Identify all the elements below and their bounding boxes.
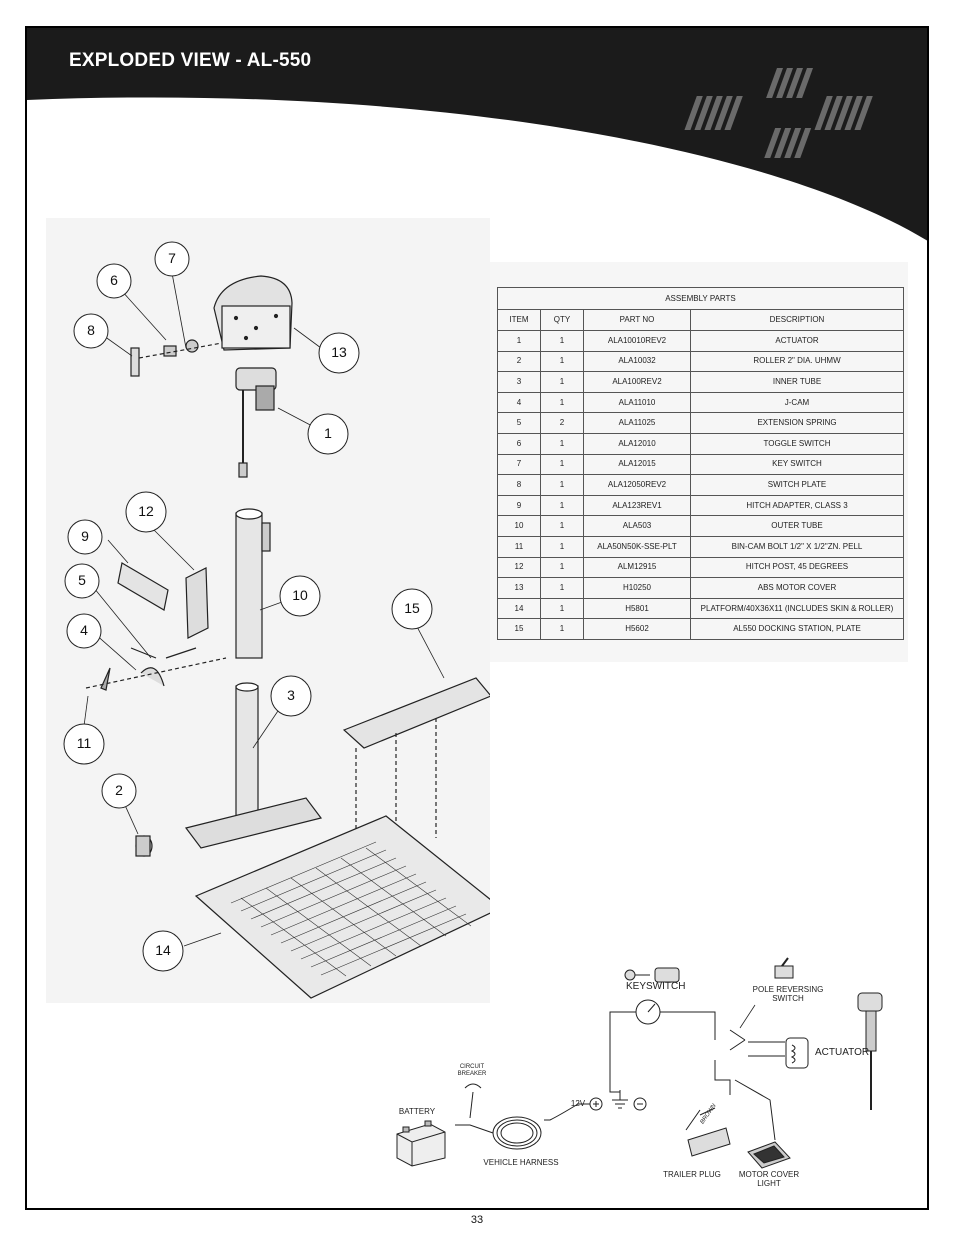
platform-part (194, 815, 490, 999)
callout-12: 12 (138, 503, 154, 519)
pole-switch-label-line2: SWITCH (772, 994, 804, 1003)
col-header-part-no: PART NO (583, 309, 691, 331)
motor-cover-light-label-line2: LIGHT (757, 1179, 781, 1188)
cam-and-spring-part (85, 647, 227, 691)
vehicle-harness-label: VEHICLE HARNESS (483, 1158, 559, 1167)
header-banner (27, 28, 927, 241)
motor-cover-part (213, 275, 293, 351)
item-cell: 15 (497, 618, 541, 640)
vehicle-harness-icon (455, 1116, 542, 1150)
docking-plate-part (342, 677, 490, 878)
callout-14: 14 (155, 942, 171, 958)
actuator-icon (857, 992, 883, 1110)
hitch-post-part (117, 562, 209, 659)
battery-icon (396, 1120, 446, 1167)
callout-4: 4 (80, 622, 88, 638)
callout-15: 15 (404, 600, 420, 616)
battery-label: BATTERY (398, 1107, 436, 1116)
roller-part (135, 835, 153, 857)
outer-tube-part (235, 508, 271, 659)
actuator-symbol (785, 1037, 809, 1069)
circuit-breaker-label-line2: BREAKER (457, 1071, 487, 1077)
callout-9: 9 (81, 528, 89, 544)
callout-10: 10 (292, 587, 308, 603)
callout-1: 1 (324, 425, 332, 441)
callout-13: 13 (331, 344, 347, 360)
circuit-breaker-label-line1: CIRCUIT (459, 1064, 485, 1070)
key-icon (624, 967, 680, 983)
switch-cluster-part (130, 339, 223, 377)
callout-8: 8 (87, 322, 95, 338)
toggle-switch-icon (774, 957, 794, 979)
col-header-item: ITEM (497, 309, 541, 331)
motor-cover-light-label-line1: MOTOR COVER (738, 1170, 800, 1179)
page-number: 33 (470, 1214, 484, 1226)
motor-cover-light-icon (747, 1141, 791, 1169)
description-cell: AL550 DOCKING STATION, PLATE (690, 618, 904, 640)
actuator-label: ACTUATOR (815, 1047, 870, 1058)
page-title: EXPLODED VIEW - AL-550 (69, 50, 312, 71)
trailer-plug-icon (685, 1107, 731, 1157)
brand-stripes-logo (684, 68, 873, 158)
callout-3: 3 (287, 687, 295, 703)
callout-5: 5 (78, 572, 86, 588)
keyswitch-label: KEYSWITCH (626, 981, 686, 992)
pole-switch-label-line1: POLE REVERSING (752, 985, 824, 994)
actuator-part (235, 367, 277, 478)
callout-2: 2 (115, 782, 123, 798)
inner-tube-part (184, 682, 323, 849)
callout-7: 7 (168, 250, 176, 266)
col-header-description: DESCRIPTION (690, 309, 904, 331)
callout-6: 6 (110, 272, 118, 288)
callout-11: 11 (76, 735, 92, 751)
trailer-plug-label: TRAILER PLUG (663, 1170, 721, 1179)
voltage-label: 12V (570, 1099, 586, 1108)
part-no-cell: H5602 (583, 618, 691, 640)
parts-table: ASSEMBLY PARTS ITEM QTY PART NO DESCRIPT… (497, 287, 904, 640)
